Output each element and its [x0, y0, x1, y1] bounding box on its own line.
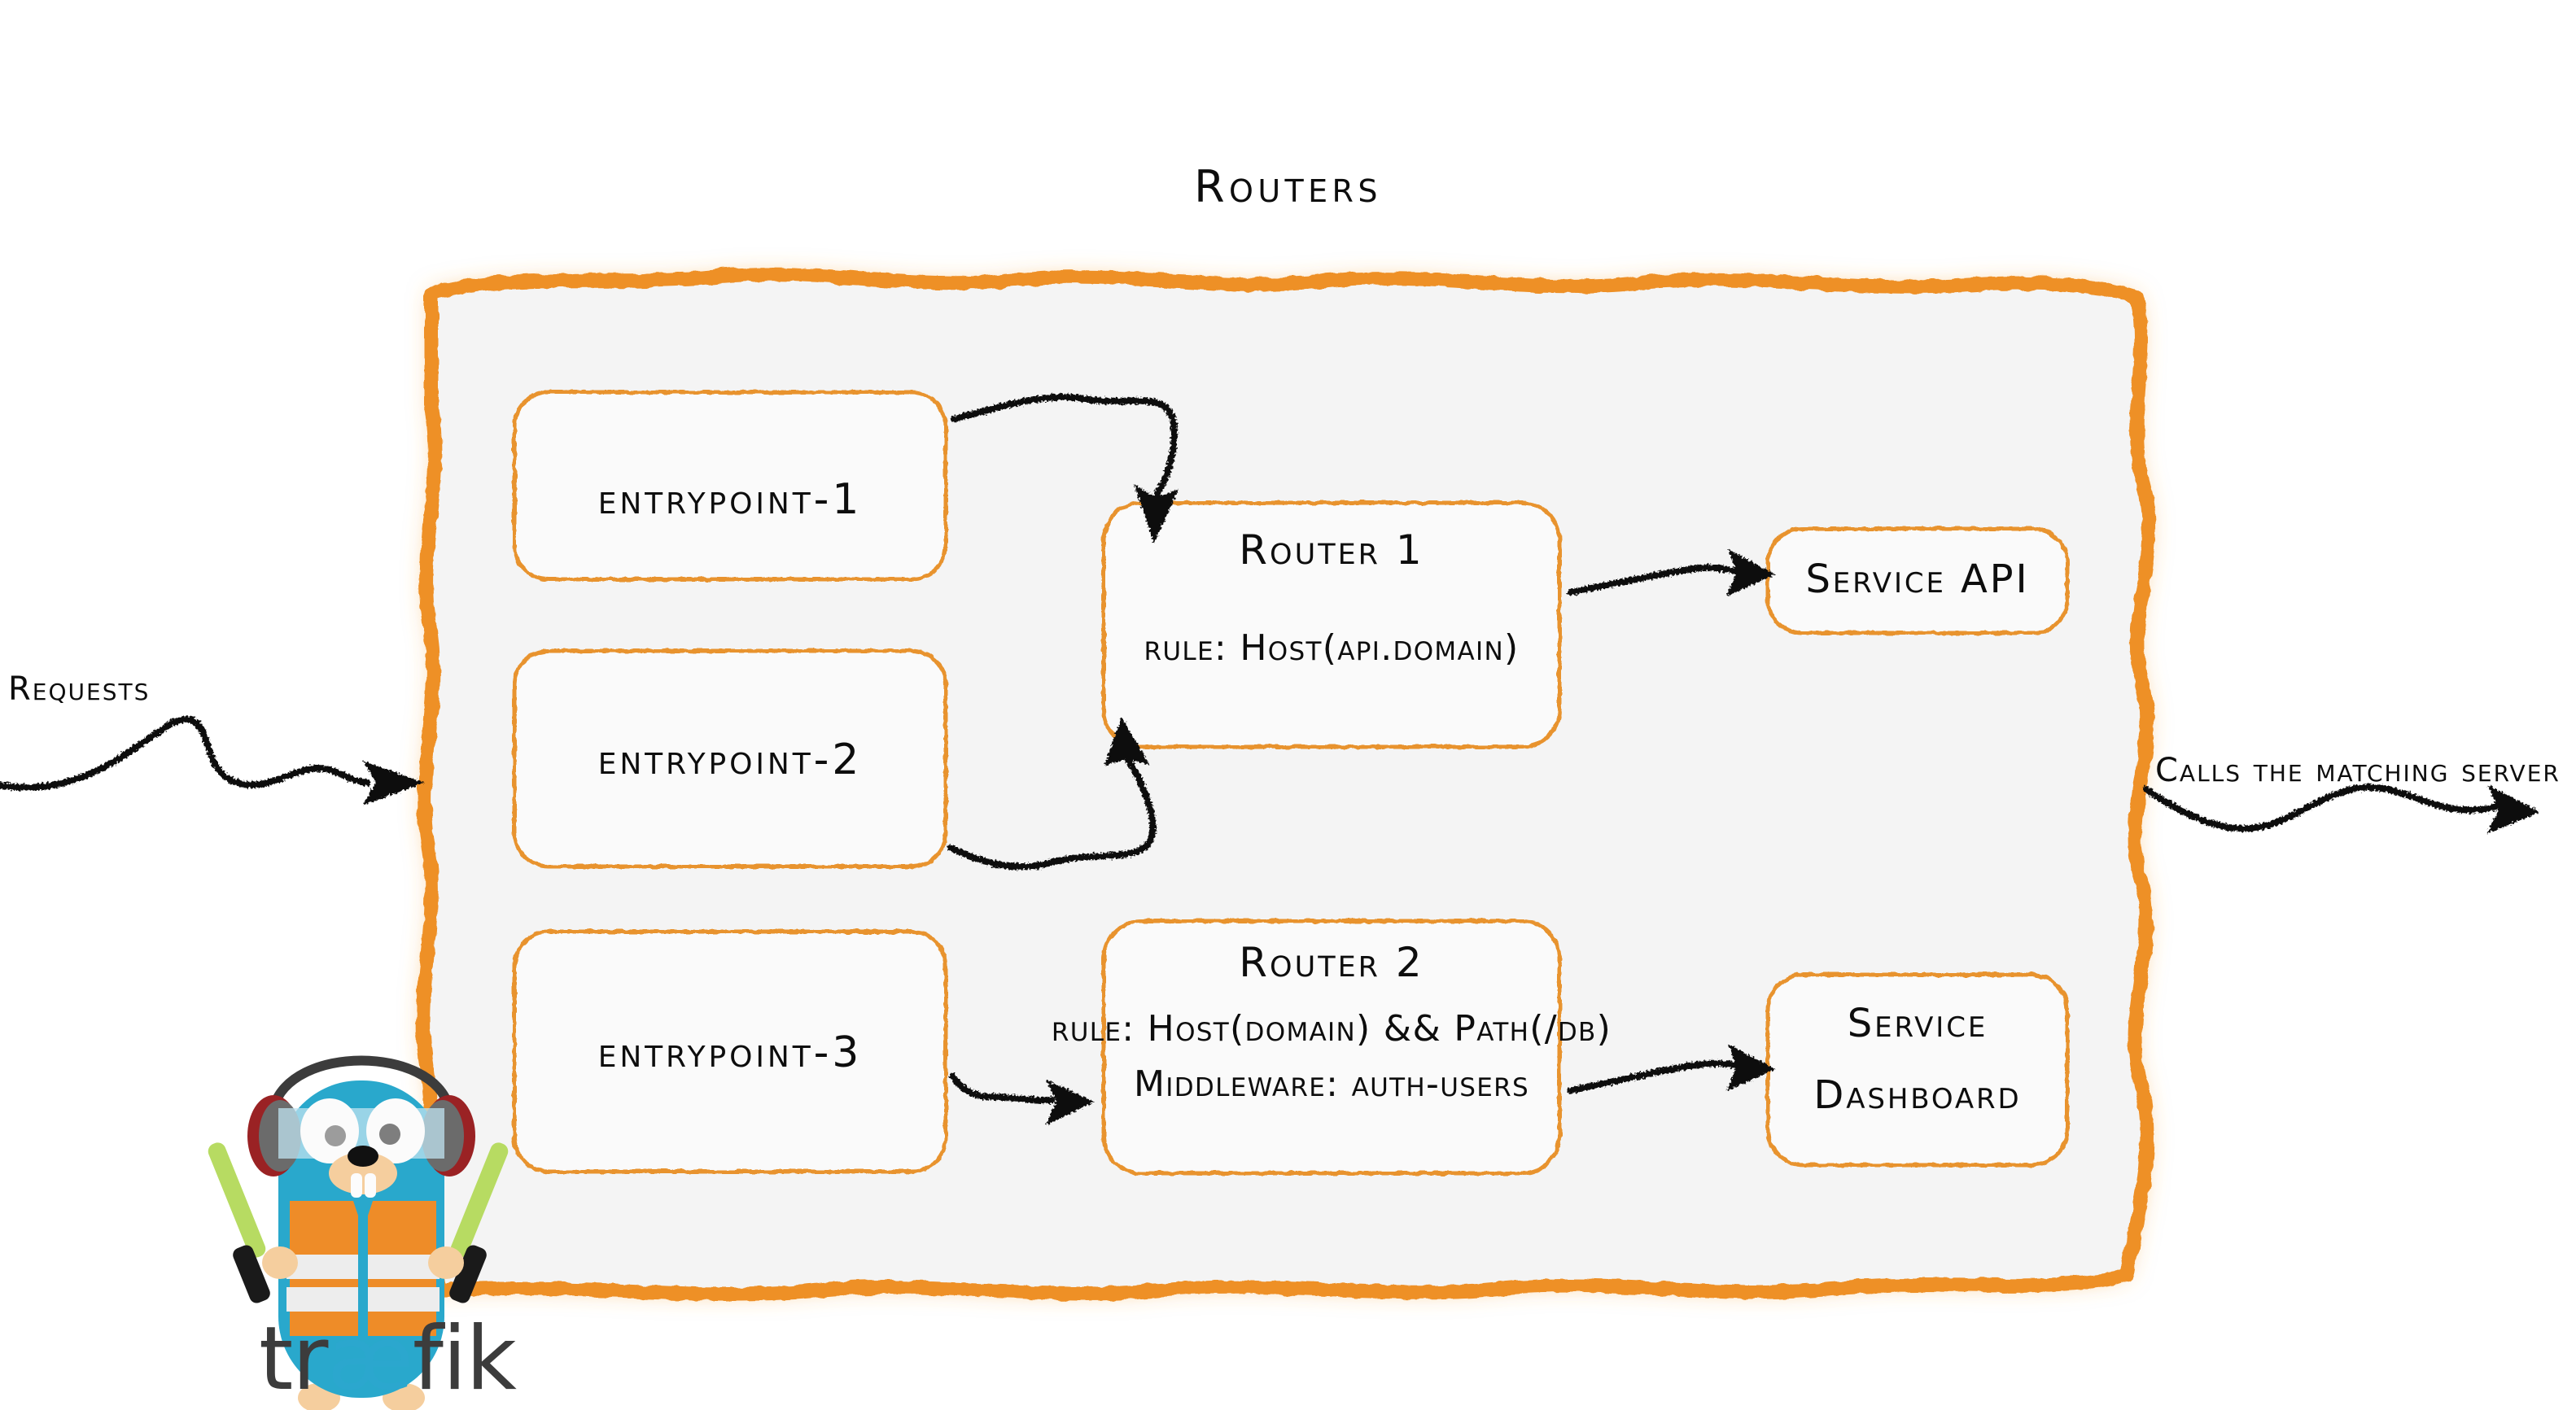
- entrypoint-1-label: entrypoint-1: [598, 476, 863, 523]
- entrypoint-3-label: entrypoint-3: [598, 1029, 863, 1076]
- traefik-wordmark: træfik: [259, 1308, 516, 1410]
- page-title: Routers: [0, 163, 2576, 212]
- requests-label: Requests: [8, 671, 150, 708]
- router-2-middleware: Middleware: auth-users: [1134, 1064, 1529, 1104]
- arrow-requests-to-entrypoints: [0, 719, 423, 805]
- wordmark-ae: æ: [327, 1308, 413, 1410]
- service-dashboard-label-line1: Service: [1848, 1002, 1988, 1046]
- router-2-rule: rule: Host(domain) && Path(/db): [1052, 1009, 1612, 1049]
- router-1-title: Router 1: [1239, 527, 1424, 573]
- service-dashboard-label-line2: Dashboard: [1813, 1074, 2021, 1118]
- router-2-title: Router 2: [1239, 940, 1424, 985]
- router-1-rule: rule: Host(api.domain): [1144, 628, 1520, 668]
- wordmark-suffix: fik: [413, 1308, 516, 1410]
- entrypoint-2-label: entrypoint-2: [598, 736, 863, 784]
- wordmark-prefix: tr: [259, 1308, 327, 1410]
- calls-matching-server-label: Calls the matching server: [2155, 753, 2561, 789]
- arrow-calls-matching-server: [2145, 786, 2539, 833]
- service-api-label: Service API: [1805, 558, 2029, 602]
